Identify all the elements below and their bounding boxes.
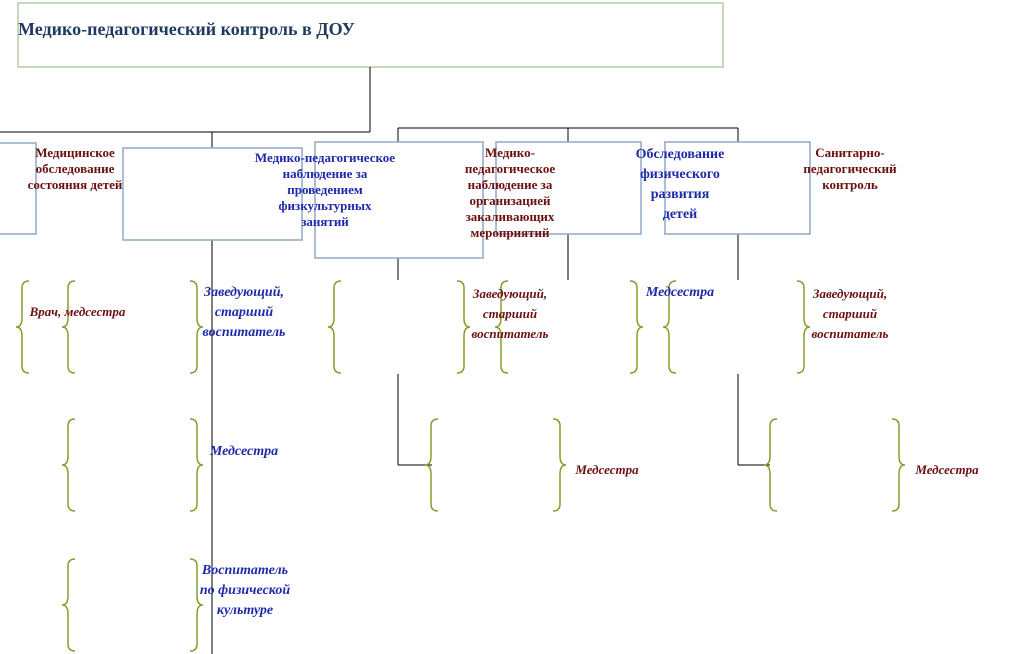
brace-left-r2-c3 [424, 418, 439, 512]
brace-right-r1-c4 [629, 280, 644, 374]
column-heading-physical-development: Обследование физического развития детей [635, 147, 725, 222]
braces [15, 280, 906, 652]
title-box [17, 2, 724, 68]
column-heading-medical-exam: Медицинское обследование состояния детей [27, 145, 123, 192]
role-label-nurse-development: Медсестра [645, 285, 715, 300]
role-label-head-senior-teacher-sanitary: Заведующий, старший воспитатель [811, 286, 889, 341]
brace-right-r1-c3 [456, 280, 471, 374]
role-label-pe-instructor: Воспитатель по физической культуре [199, 563, 291, 618]
brace-right-r2-c2 [189, 418, 204, 512]
column-boxes [0, 141, 811, 259]
page-title: Медико-педагогический контроль в ДОУ [18, 19, 355, 39]
column-box-2 [122, 147, 303, 241]
brace-right-r1-c2 [189, 280, 204, 374]
brace-right-r1-c5 [796, 280, 811, 374]
column-heading-pe-lessons: Медико-педагогическое наблюдение за пров… [254, 150, 396, 229]
column-heading-sanitary-control: Санитарно- педагогический контроль [803, 145, 897, 192]
brace-left-r1-c4b [662, 280, 677, 374]
column-box-4 [495, 141, 642, 235]
brace-left-r3-c2 [61, 558, 76, 652]
brace-left-r2-c5 [763, 418, 778, 512]
column-heading-hardening: Медико- педагогическое наблюдение за орг… [464, 145, 556, 240]
role-label-head-senior-teacher-hardening: Заведующий, старший воспитатель [471, 286, 549, 341]
brace-left-r1-c3 [327, 280, 342, 374]
role-label-doctor-nurse: Врач, медсестра [29, 304, 126, 319]
brace-left-r1-b [61, 280, 76, 374]
role-label-nurse-hardening: Медсестра [575, 462, 639, 477]
brace-left-r1-a [15, 280, 30, 374]
brace-left-r1-c4a [494, 280, 509, 374]
brace-right-r2-c5 [891, 418, 906, 512]
brace-left-r2-c2 [61, 418, 76, 512]
column-box-3 [314, 141, 484, 259]
brace-right-r2-c3 [552, 418, 567, 512]
role-label-nurse-pe: Медсестра [209, 444, 279, 459]
role-label-head-senior-teacher-pe: Заведующий, старший воспитатель [202, 285, 286, 340]
column-box-1 [0, 142, 37, 235]
brace-right-r3-c2 [189, 558, 204, 652]
connector-lines [0, 67, 770, 654]
role-label-nurse-sanitary: Медсестра [915, 462, 979, 477]
column-box-5 [664, 141, 811, 235]
